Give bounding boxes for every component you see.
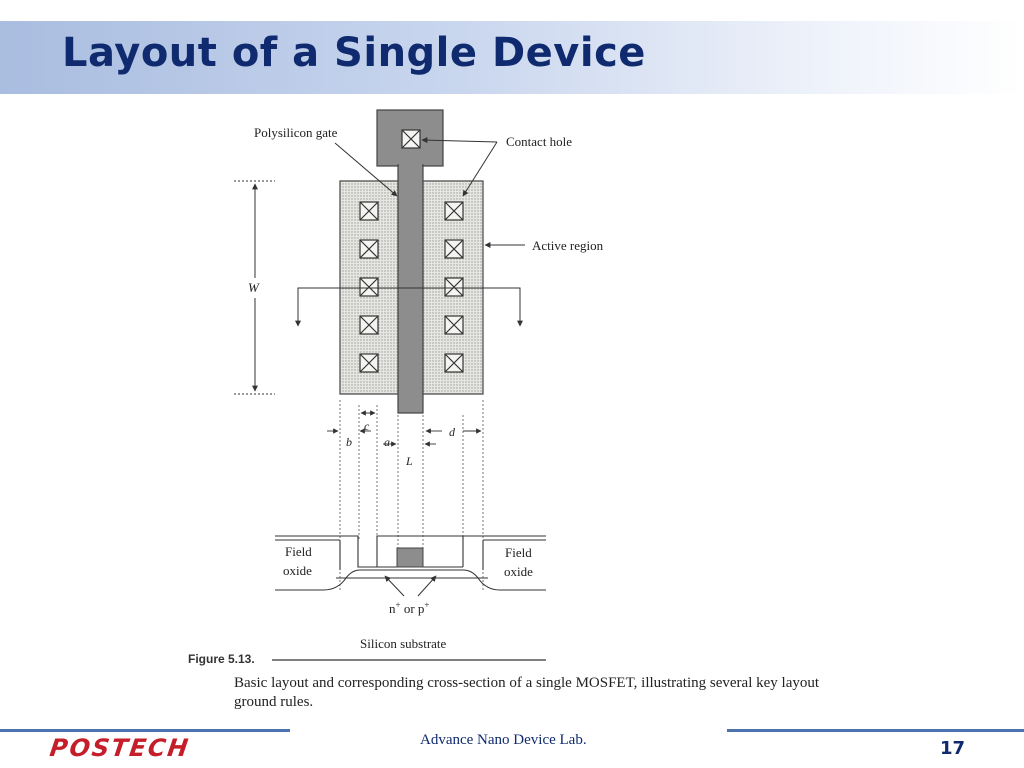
polysilicon-gate-label: Polysilicon gate <box>254 125 338 140</box>
field-oxide-right-line1: Field <box>505 545 532 560</box>
np-label: n+ or p+ <box>389 600 430 616</box>
figure-caption: Basic layout and corresponding cross-sec… <box>234 675 820 710</box>
contact-hole-label: Contact hole <box>506 134 572 149</box>
dimension-arrows <box>327 410 482 447</box>
l-label: L <box>405 454 413 468</box>
field-oxide-right-line2: oxide <box>504 564 533 579</box>
d-label: d <box>449 425 456 439</box>
section-cut-line <box>295 287 523 327</box>
np-arrows <box>384 575 437 597</box>
field-oxide-left-line2: oxide <box>283 563 312 578</box>
w-label: W <box>248 280 260 295</box>
silicon-substrate-label: Silicon substrate <box>360 636 447 651</box>
w-dimension <box>234 180 275 395</box>
footer-lab-name: Advance Nano Device Lab. <box>420 732 587 748</box>
active-region-label: Active region <box>532 238 604 253</box>
page-number: 17 <box>940 738 966 759</box>
callout-arrows <box>334 137 525 248</box>
gate-cross-section <box>396 547 424 568</box>
cross-section <box>275 535 546 591</box>
contact-holes <box>359 129 464 373</box>
footer-line-right <box>727 729 1024 732</box>
a-label: a <box>384 435 390 449</box>
postech-logo: POSTECH <box>48 734 192 762</box>
b-label: b <box>346 435 352 449</box>
figure-number: Figure 5.13. <box>188 652 255 666</box>
slide-title: Layout of a Single Device <box>62 30 646 76</box>
c-label: c <box>364 419 370 433</box>
polysilicon-gate <box>376 109 444 414</box>
footer-line-left <box>0 729 290 732</box>
title-bar <box>0 21 1024 94</box>
field-oxide-left-line1: Field <box>285 544 312 559</box>
